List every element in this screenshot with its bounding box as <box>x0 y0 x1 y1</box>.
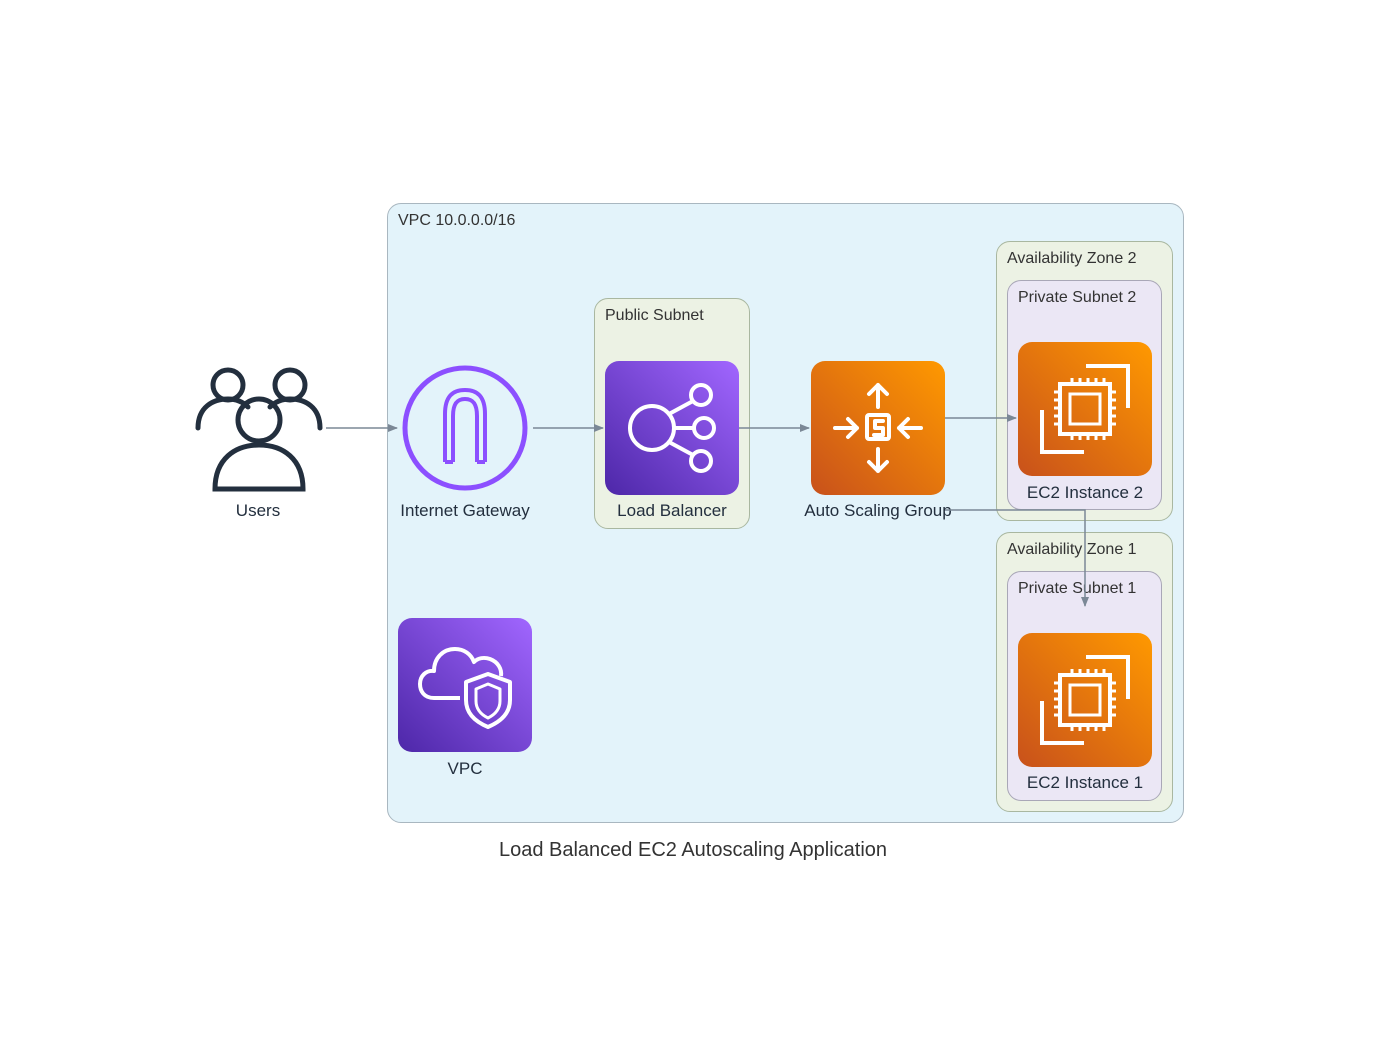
private-subnet-2-label: Private Subnet 2 <box>1018 289 1137 306</box>
load-balancer-icon <box>605 361 739 495</box>
availability-zone-2-label: Availability Zone 2 <box>1007 250 1137 267</box>
users-icon <box>195 367 323 492</box>
internet-gateway-label: Internet Gateway <box>400 501 530 520</box>
load-balancer-label: Load Balancer <box>617 501 727 520</box>
private-subnet-1-label: Private Subnet 1 <box>1018 580 1137 597</box>
auto-scaling-group-label: Auto Scaling Group <box>804 501 952 520</box>
edge-asg-to-ec2-1 <box>945 509 1089 607</box>
ec2-instance-1-label: EC2 Instance 1 <box>1026 773 1144 792</box>
vpc-node-label: VPC <box>447 759 483 778</box>
vpc-icon <box>398 618 532 752</box>
ec2-instance-1-icon <box>1018 633 1152 767</box>
ec2-instance-2-label: EC2 Instance 2 <box>1026 483 1144 502</box>
ec2-instance-2-icon <box>1018 342 1152 476</box>
internet-gateway-icon <box>402 365 528 491</box>
public-subnet-label: Public Subnet <box>605 307 704 324</box>
auto-scaling-icon <box>811 361 945 495</box>
vpc-cluster-label: VPC 10.0.0.0/16 <box>398 212 516 229</box>
diagram-title: Load Balanced EC2 Autoscaling Applicatio… <box>498 839 888 861</box>
availability-zone-1-label: Availability Zone 1 <box>1007 541 1137 558</box>
users-label: Users <box>235 501 281 520</box>
